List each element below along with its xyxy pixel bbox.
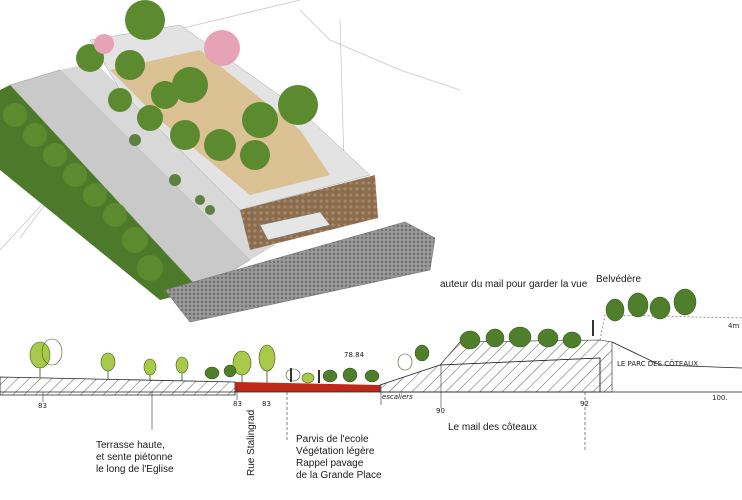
parvis-line-3: Rappel pavage	[296, 458, 364, 469]
label-terrasse-haute: Terrasse haute, et sente piétonne le lon…	[96, 440, 174, 476]
label-belvedere: Belvédère	[596, 274, 642, 285]
stair-ramp	[259, 211, 331, 241]
elevation-90: 90	[436, 407, 445, 415]
reference-lines	[42, 365, 586, 450]
plan-trees	[3, 0, 318, 281]
elevation-78-84: 78.84	[344, 351, 365, 359]
cobbled-square	[164, 221, 436, 323]
elevation-4m: 4m	[728, 322, 740, 330]
terrasse-line-2: et sente piétonne	[96, 452, 173, 463]
label-parc-des-coteaux: LE PARC DES CÔTEAUX	[617, 360, 699, 368]
section-people	[290, 320, 594, 383]
elevation-100: 100.	[712, 394, 728, 402]
elevation-83-tree: 83	[262, 400, 271, 408]
label-mail-des-coteaux: Le mail des côteaux	[448, 422, 537, 433]
ground-road	[235, 382, 380, 392]
cross-section	[0, 288, 742, 450]
terrasse-line-1: Terrasse haute,	[96, 440, 165, 451]
section-trees	[29, 288, 697, 384]
parvis-line-4: de la Grande Place	[296, 470, 382, 481]
sidewalk	[60, 62, 275, 260]
label-hauteur-mail: auteur du mail pour garder la vue	[440, 279, 588, 290]
axonometric-plan	[0, 0, 461, 323]
label-escaliers: escaliers	[382, 393, 413, 401]
label-rue-stalingrad: Rue Stalingrad	[246, 409, 257, 476]
ground-left	[0, 376, 236, 396]
terrasse-line-3: le long de l'Eglise	[96, 464, 174, 475]
parvis-line-2: Végétation légère	[296, 446, 375, 457]
elevation-83-left: 83	[38, 402, 47, 410]
parvis-line-1: Parvis de l'ecole	[296, 434, 369, 445]
elevation-83-rue: 83	[233, 400, 242, 408]
elevation-92: 92	[580, 400, 589, 408]
label-parvis: Parvis de l'ecole Végétation légère Rapp…	[296, 434, 382, 482]
